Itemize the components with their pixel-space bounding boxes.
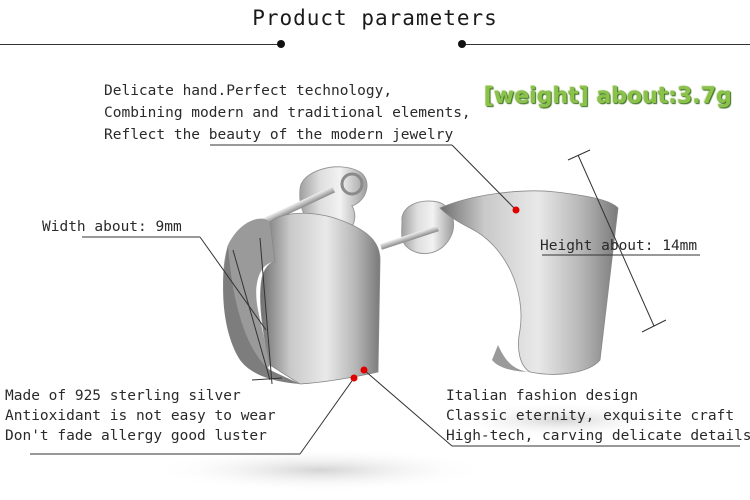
marker-dot: [360, 366, 368, 374]
header-rule-left: [0, 44, 280, 45]
height-dimension-line: [577, 154, 655, 327]
design-line-1: Italian fashion design: [446, 388, 639, 404]
right-earring-back: [380, 200, 454, 254]
header-rule-right: [462, 44, 750, 45]
material-line-1: Made of 925 sterling silver: [5, 388, 241, 404]
height-label: Height about: 14mm: [540, 238, 698, 254]
page-title: Product parameters: [252, 6, 498, 30]
width-label: Width about: 9mm: [42, 219, 182, 235]
right-earring: [439, 190, 619, 375]
material-line-3: Don't fade allergy good luster: [5, 428, 267, 444]
description-line-1: Delicate hand.Perfect technology,: [104, 83, 393, 99]
design-line-2: Classic eternity, exquisite craft: [446, 408, 735, 424]
marker-dot: [350, 374, 358, 382]
weight-label: [weight] about:3.7g: [484, 84, 732, 109]
material-line-2: Antioxidant is not easy to wear: [5, 408, 276, 424]
header-dot-right: [458, 40, 466, 48]
marker-dot: [512, 206, 520, 214]
design-line-3: High-tech, carving delicate details: [446, 428, 750, 444]
description-line-3: Reflect the beauty of the modern jewelry: [104, 127, 454, 143]
header-dot-left: [277, 40, 285, 48]
description-line-2: Combining modern and traditional element…: [104, 105, 471, 121]
width-dimension-line: [232, 249, 271, 381]
